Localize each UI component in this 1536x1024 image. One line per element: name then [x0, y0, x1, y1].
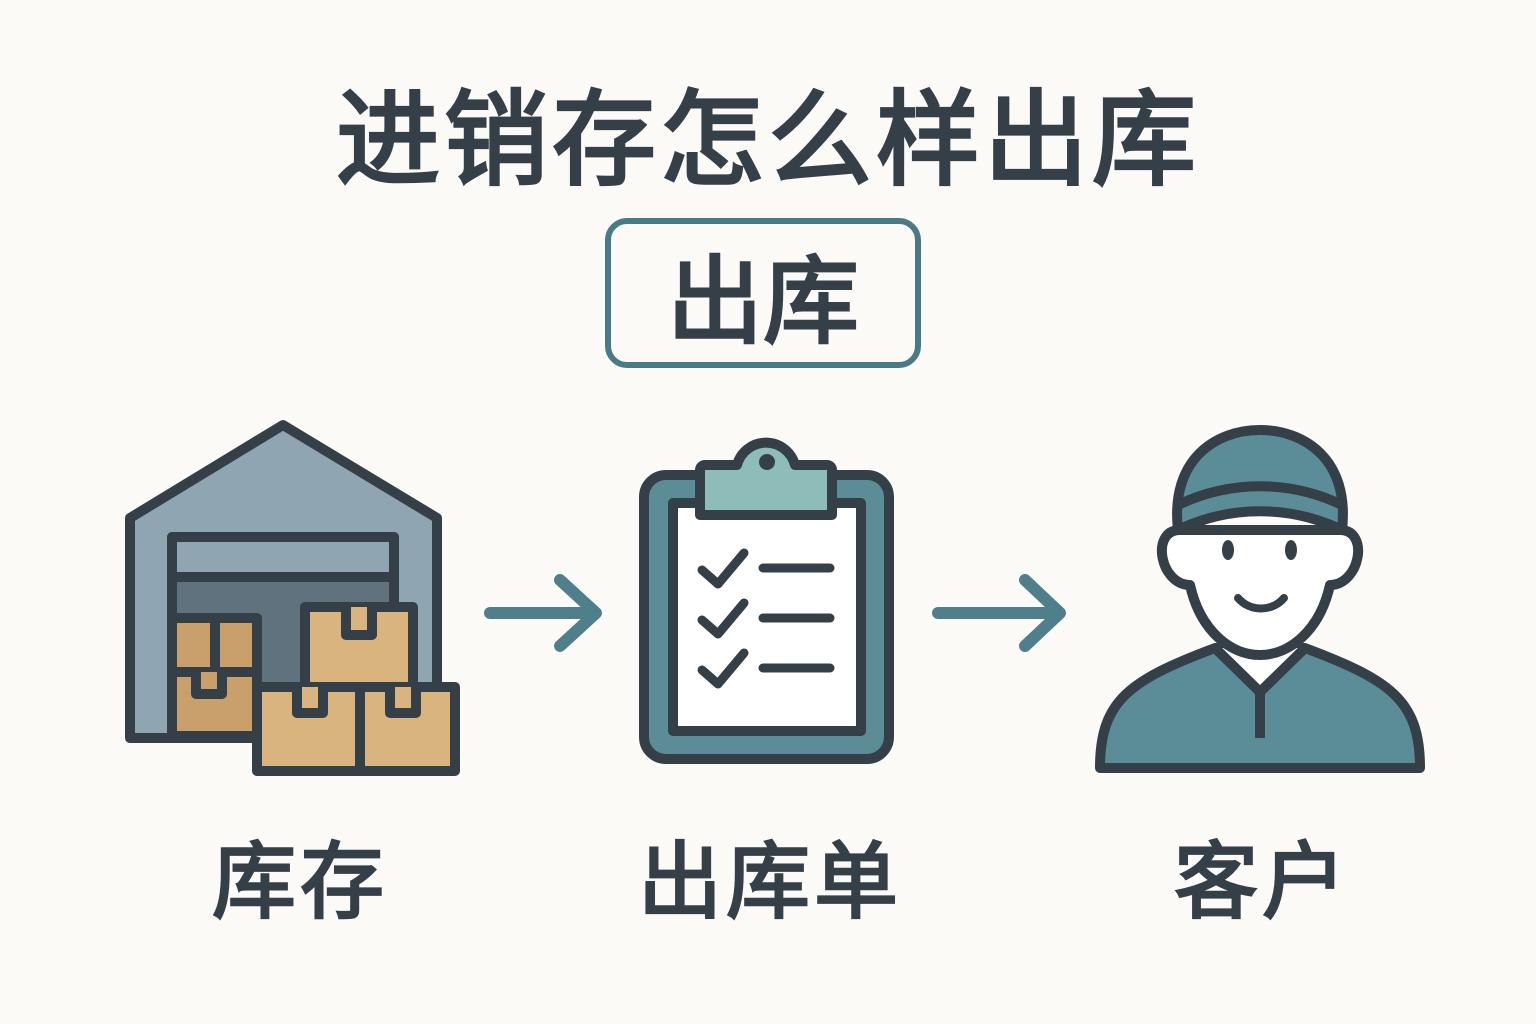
warehouse-icon [125, 420, 460, 776]
customer-icon [1095, 425, 1425, 773]
diagram-title: 进销存怎么样出库 [335, 79, 1200, 201]
clipboard-checklist-icon [639, 437, 894, 764]
arrow-right-icon [484, 574, 602, 652]
step-label-outbound-order: 出库单 [637, 833, 902, 931]
step-label-customer: 客户 [1173, 833, 1350, 931]
step-label-inventory: 库存 [211, 833, 388, 931]
arrow-right-icon [932, 574, 1066, 652]
outbound-badge: 出库 [605, 218, 921, 368]
